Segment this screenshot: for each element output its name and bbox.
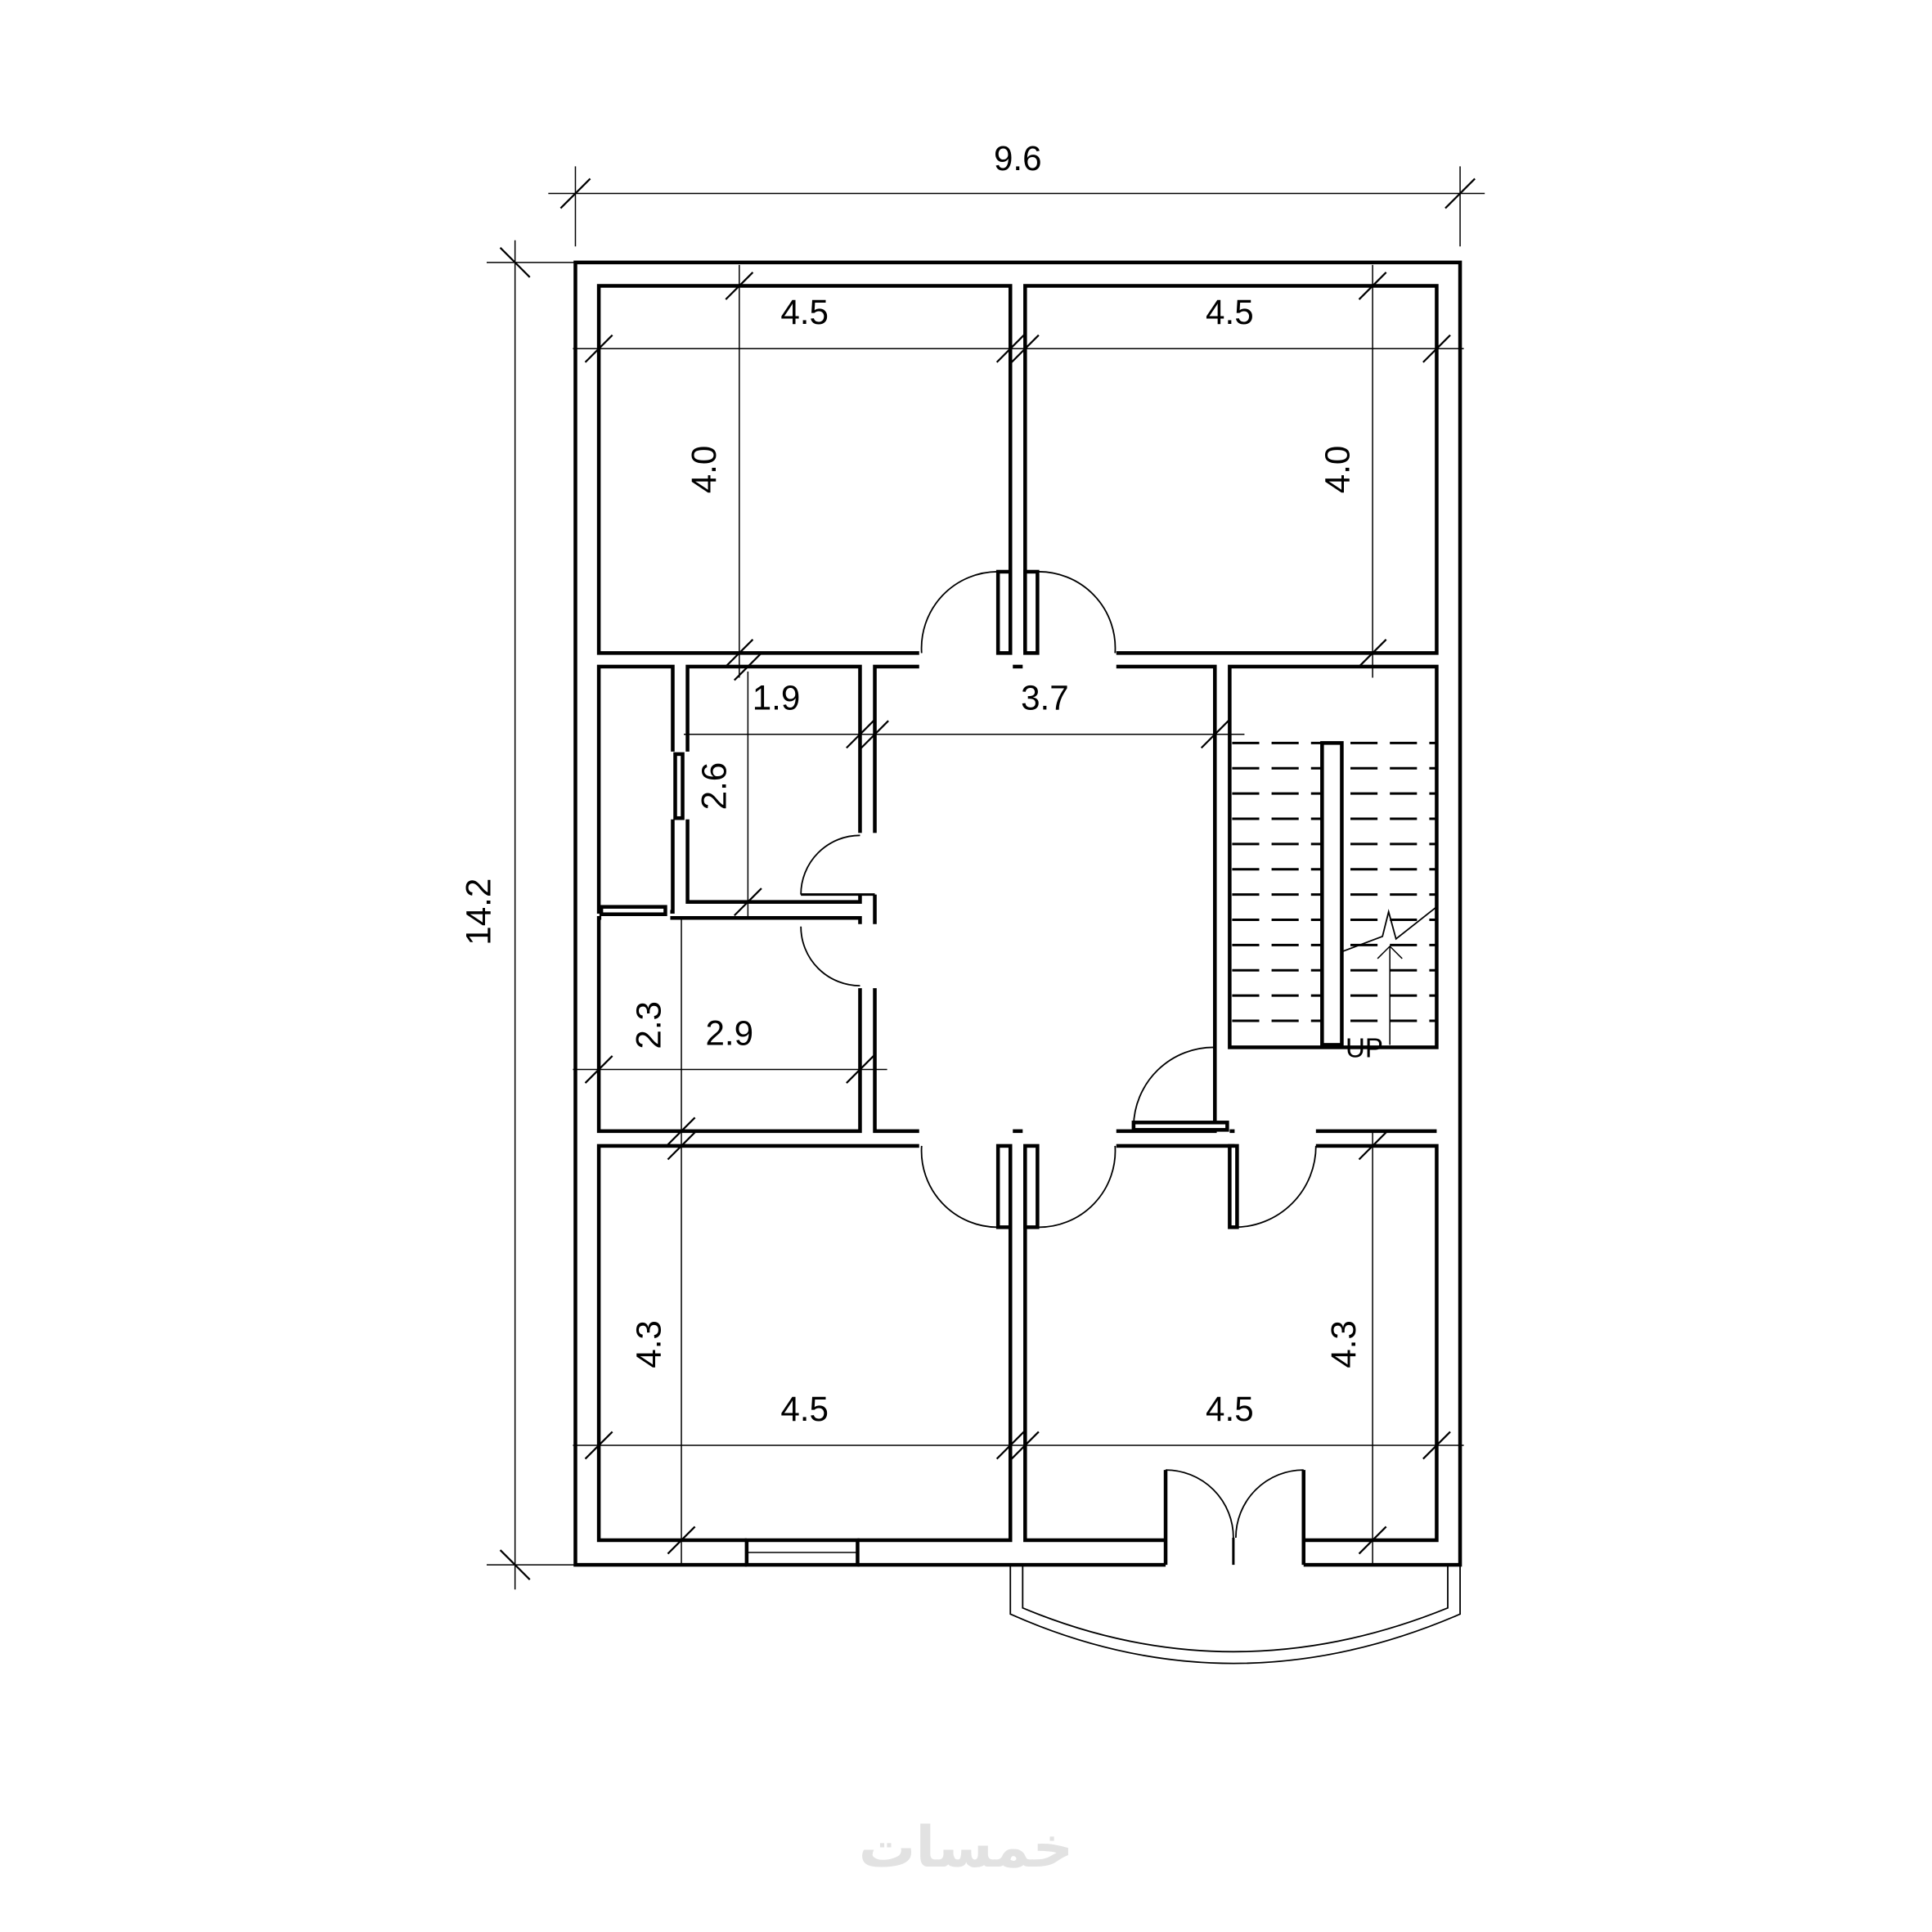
dimension-ticks (584, 272, 1451, 1555)
dimension-tick (667, 1525, 696, 1555)
window-bottom-left (744, 1537, 860, 1568)
room-dimension-lines (573, 264, 1464, 1566)
closet (596, 664, 675, 914)
top-right-width-label: 4.5 (1206, 293, 1254, 331)
door-bottom-right-2[interactable] (1228, 1128, 1317, 1229)
dimension-tick (846, 1055, 874, 1084)
dimension-tick (734, 887, 762, 917)
dimension-tick (584, 1431, 613, 1460)
top-left-width-label: 4.5 (780, 293, 829, 331)
dimension-tick (846, 720, 874, 749)
dimension-tick (860, 720, 889, 749)
bathroom-2 (596, 915, 862, 1134)
bottom-right-depth-label: 4.3 (1324, 1320, 1363, 1368)
dimension-tick (1358, 1131, 1387, 1161)
bottom-left-depth-label: 4.3 (629, 1320, 667, 1368)
staircase (1232, 741, 1437, 1047)
bath2-width-label: 2.9 (705, 1013, 753, 1052)
top-right-depth-label: 4.0 (1318, 446, 1356, 494)
dimension-tick (1010, 1431, 1040, 1460)
door-bathroom-2[interactable] (800, 923, 878, 989)
dimension-tick (1358, 272, 1387, 300)
room-top-left (596, 284, 1013, 655)
dimension-tick (725, 639, 754, 667)
dimension-tick (995, 1431, 1025, 1460)
hall (873, 664, 1217, 1134)
dimension-tick (667, 1117, 696, 1146)
closet-opening (599, 896, 671, 922)
door-bottom-right[interactable] (1022, 1128, 1117, 1229)
watermark-logo: خمسات (859, 1815, 1074, 1880)
room-bottom-left (596, 1143, 1013, 1543)
door-stair[interactable] (1131, 1046, 1229, 1132)
door-top-right[interactable] (1022, 569, 1117, 669)
closet-door[interactable] (670, 751, 690, 820)
dimension-tick (584, 334, 613, 363)
bath1-width-label: 1.9 (753, 679, 801, 717)
dimension-tick (1422, 334, 1451, 363)
top-left-depth-label: 4.0 (685, 446, 723, 494)
bottom-right-width-label: 4.5 (1206, 1390, 1254, 1428)
dimension-tick (584, 1055, 613, 1084)
dimension-tick (1010, 334, 1040, 363)
overall-width-label: 9.6 (994, 139, 1042, 177)
balcony (1009, 1565, 1461, 1665)
dimension-tick (995, 334, 1025, 363)
dimension-tick (1422, 1431, 1451, 1460)
dimension-tick (1358, 639, 1387, 667)
door-top-left[interactable] (919, 569, 1013, 669)
dimension-tick (1358, 1525, 1387, 1555)
bottom-left-width-label: 4.5 (780, 1390, 829, 1428)
bath1-depth-label: 2.6 (694, 762, 733, 811)
door-bathroom-1[interactable] (800, 833, 878, 896)
hall-width-label: 3.7 (1021, 679, 1069, 717)
dimension-tick (734, 652, 762, 681)
stair-up-label: UP (1346, 1033, 1383, 1063)
room-top-right (1023, 284, 1439, 655)
entrance-double-door[interactable] (1163, 1469, 1306, 1568)
door-bottom-left[interactable] (919, 1128, 1013, 1229)
dimension-tick (667, 1131, 696, 1161)
dimension-overall-depth (487, 240, 576, 1590)
overall-depth-label: 14.2 (460, 878, 498, 946)
bath2-depth-label: 2.3 (629, 1001, 667, 1049)
dimension-tick (1200, 720, 1229, 749)
dimension-overall-width (548, 166, 1485, 247)
dimension-tick (725, 272, 754, 300)
